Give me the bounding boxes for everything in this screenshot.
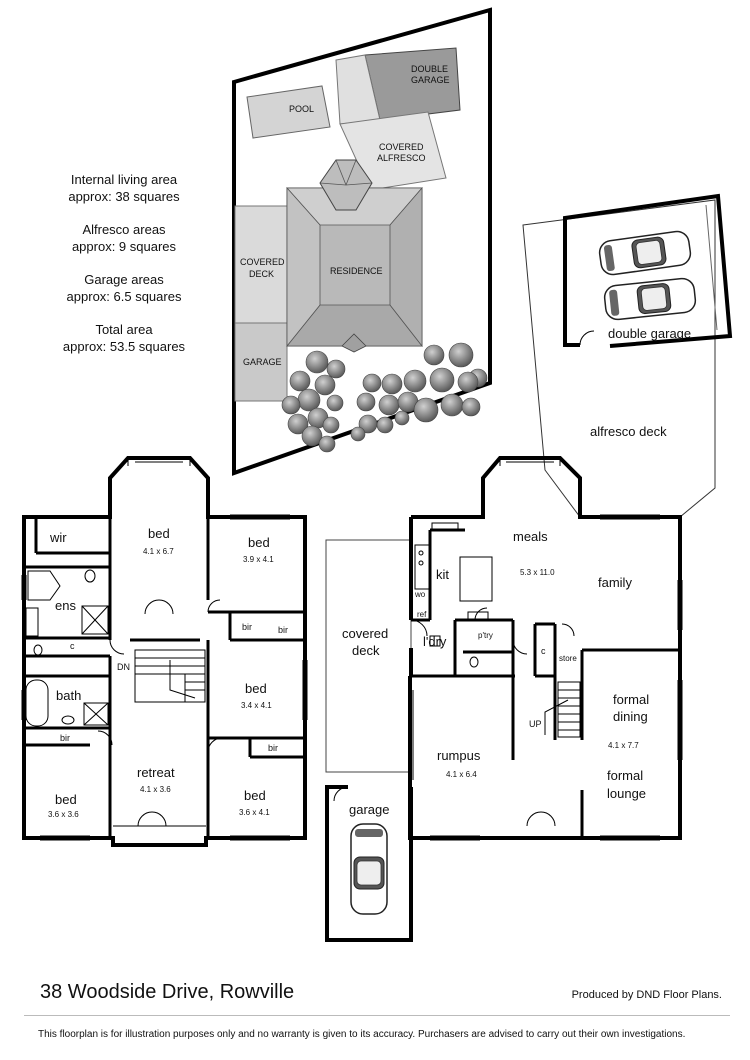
upper-windows — [21, 514, 308, 841]
ground-windows — [408, 514, 683, 841]
label-bed-e: bed — [245, 681, 267, 696]
label-bath: bath — [56, 688, 81, 703]
site-garage — [234, 322, 288, 402]
label-c: c — [70, 641, 75, 651]
area-label: Alfresco areas — [82, 222, 166, 237]
label-bir-1: bir — [242, 622, 252, 632]
label-dn: DN — [117, 662, 130, 672]
site-trees — [281, 342, 488, 453]
site-label-covered-alfresco-2: ALFRESCO — [377, 153, 426, 163]
car-icon-3 — [350, 823, 388, 915]
label-store: store — [559, 654, 577, 663]
upper-doors — [97, 599, 223, 827]
label-bir-4: bir — [268, 743, 278, 753]
label-covered-deck-2: deck — [352, 643, 380, 658]
site-label-residence: RESIDENCE — [330, 266, 383, 276]
upper-ensuite-fixtures — [25, 569, 109, 656]
car-icon-2 — [603, 277, 697, 321]
area-value: approx: 53.5 squares — [62, 339, 186, 354]
label-family: family — [598, 575, 632, 590]
label-bed-ne-size: 3.9 x 4.1 — [243, 555, 274, 564]
label-double-garage: double garage — [608, 326, 691, 341]
label-formal-dining-size: 4.1 x 7.7 — [608, 741, 639, 750]
site-label-double-garage-1: DOUBLE — [411, 64, 448, 74]
area-summary: Internal living area approx: 38 squares … — [40, 171, 208, 371]
upper-stair — [134, 649, 206, 703]
area-summary-alfresco: Alfresco areas approx: 9 squares — [40, 221, 208, 255]
site-covered-deck — [234, 205, 288, 324]
area-label: Total area — [95, 322, 153, 337]
label-kit: kit — [436, 567, 449, 582]
label-bed-sw: bed — [55, 792, 77, 807]
upper-internal-walls — [24, 517, 305, 838]
upper-outer-wall — [22, 456, 307, 847]
small-garage-wall — [325, 785, 413, 942]
area-value: approx: 6.5 squares — [66, 289, 182, 304]
label-formal-lounge-1: formal — [607, 768, 643, 783]
site-label-pool: POOL — [289, 104, 314, 114]
disclaimer-text: This floorplan is for illustration purpo… — [38, 1029, 686, 1040]
label-covered-deck-1: covered — [342, 626, 388, 641]
ground-stair — [544, 681, 581, 738]
label-bed-e-size: 3.4 x 4.1 — [241, 701, 272, 710]
kitchen-fixtures — [414, 522, 493, 668]
label-retreat-size: 4.1 x 3.6 — [140, 785, 171, 794]
label-ldry: l'dry — [423, 634, 447, 649]
footer-divider — [24, 1015, 730, 1016]
label-alfresco-deck: alfresco deck — [590, 424, 667, 439]
producer-credit: Produced by DND Floor Plans. — [571, 989, 722, 1001]
property-address: 38 Woodside Drive, Rowville — [40, 981, 295, 1003]
pool-shape — [246, 85, 331, 139]
label-bir-2: bir — [278, 625, 288, 635]
site-label-garage: GARAGE — [243, 357, 282, 367]
label-bed-master-size: 4.1 x 6.7 — [143, 547, 174, 556]
area-value: approx: 38 squares — [68, 189, 180, 204]
label-meals: meals — [513, 529, 548, 544]
site-label-covered-alfresco-1: COVERED — [379, 142, 424, 152]
label-bed-se: bed — [244, 788, 266, 803]
site-label-covered-deck-1: COVERED — [240, 257, 285, 267]
label-bed-ne: bed — [248, 535, 270, 550]
label-c-ground: c — [541, 646, 546, 656]
label-meals-size: 5.3 x 11.0 — [520, 568, 555, 577]
ground-floor-plan — [325, 193, 733, 942]
label-wir: wir — [49, 530, 67, 545]
residence-roof — [286, 159, 423, 353]
area-label: Internal living area — [70, 172, 178, 187]
label-wo: wo — [414, 590, 426, 599]
area-label: Garage areas — [84, 272, 164, 287]
label-formal-dining-2: dining — [613, 709, 648, 724]
ground-doors — [410, 607, 575, 827]
label-bed-master: bed — [148, 526, 170, 541]
double-garage-wall — [563, 193, 733, 348]
label-formal-lounge-2: lounge — [607, 786, 646, 801]
area-summary-garage: Garage areas approx: 6.5 squares — [40, 271, 208, 305]
label-up: UP — [529, 719, 542, 729]
label-ptry: p'try — [478, 631, 493, 640]
upper-bath-fixtures — [25, 679, 109, 727]
area-summary-total: Total area approx: 53.5 squares — [40, 321, 208, 355]
area-value: approx: 9 squares — [71, 239, 177, 254]
label-bed-se-size: 3.6 x 4.1 — [239, 808, 270, 817]
site-label-covered-deck-2: DECK — [249, 269, 274, 279]
upper-floor-labels: wir bed 4.1 x 6.7 bed 3.9 x 4.1 ens c DN… — [48, 526, 288, 819]
label-retreat: retreat — [137, 765, 175, 780]
area-summary-internal: Internal living area approx: 38 squares — [40, 171, 208, 205]
label-ens: ens — [55, 598, 76, 613]
label-formal-dining-1: formal — [613, 692, 649, 707]
upper-floor-plan — [21, 456, 308, 847]
label-bed-sw-size: 3.6 x 3.6 — [48, 810, 79, 819]
ground-floor-labels: double garage alfresco deck covered deck… — [342, 326, 691, 817]
label-bir-3: bir — [60, 733, 70, 743]
site-label-double-garage-2: GARAGE — [411, 75, 450, 85]
label-rumpus-size: 4.1 x 6.4 — [446, 770, 477, 779]
label-rumpus: rumpus — [437, 748, 481, 763]
ground-outer-wall — [408, 456, 682, 840]
car-icon-1 — [598, 230, 692, 276]
label-garage: garage — [349, 802, 389, 817]
site-plan: POOL DOUBLE GARAGE COVERED ALFRESCO COVE… — [232, 7, 492, 476]
label-ref: ref — [417, 610, 427, 619]
